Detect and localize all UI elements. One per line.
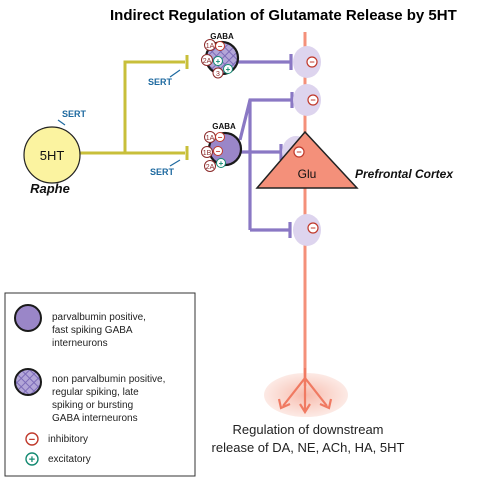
upper-receptor-1: 1A − [204,39,225,51]
pyramidal-inhibitory-icon [293,146,305,158]
svg-text:3: 3 [216,71,220,78]
synapse-upper: − [293,46,321,78]
svg-text:+: + [216,57,221,66]
legend-parvalbumin-line-2: fast spiking GABA [52,325,133,336]
synapse-lower-sign: − [310,223,315,233]
upper-receptor-2: 2A + [201,54,223,66]
lower-gaba-label: GABA [212,122,236,131]
svg-text:−: − [218,133,223,142]
synapse-upper-sign: − [309,57,314,67]
raphe-nucleus [23,126,81,184]
lower-sert-label: SERT [150,167,175,177]
upper-interneuron: GABA 1A − 2A + 3 + [201,32,240,79]
upper-gaba-label: GABA [210,32,234,41]
legend-non-parvalbumin-line-3: spiking or bursting [52,400,133,411]
legend-non-parvalbumin-line-4: GABA interneurons [52,413,138,424]
synapse-bars [279,54,294,238]
legend-parvalbumin-line-3: interneurons [52,338,108,349]
legend-inhibitory-icon [25,432,39,446]
svg-text:+: + [226,65,231,74]
svg-text:+: + [219,159,224,168]
pyramidal-neuron [255,130,359,189]
upper-receptor-3: 3 + [212,64,233,79]
legend-parvalbumin-swatch [14,304,42,332]
interneuron-projections [236,60,292,232]
legend-non-parvalbumin-swatch [14,368,42,396]
upper-sert-pointer [169,69,181,78]
synapse-lower: − [293,214,321,246]
lower-interneuron: GABA 1A − 1B − 2A + [201,122,243,172]
legend-non-parvalbumin-line-1: non parvalbumin positive, [52,374,165,385]
upper-sert-label: SERT [148,77,173,87]
prefrontal-cortex-label: Prefrontal Cortex [355,167,454,181]
downstream-line-2: release of DA, NE, ACh, HA, 5HT [212,440,405,455]
legend-excitatory-label: excitatory [48,454,91,465]
svg-text:1A: 1A [206,43,215,50]
lower-receptor-1: 1A − [204,131,225,143]
svg-text:2A: 2A [203,58,212,65]
pyramidal-label: Glu [298,167,317,181]
downstream-line-1: Regulation of downstream [232,422,383,437]
diagram-title: Indirect Regulation of Glutamate Release… [110,7,457,24]
svg-text:2A: 2A [206,164,215,171]
lower-receptor-2: 1B − [201,146,223,158]
legend-excitatory-icon [25,452,39,466]
synapse-middle-sign: − [310,95,315,105]
legend-inhibitory-label: inhibitory [48,434,88,445]
svg-text:1B: 1B [203,150,212,157]
legend-excitatory-symbol: + [29,454,35,466]
pyramidal-inhibitory-sign: − [296,147,301,157]
legend-non-parvalbumin-line-2: regular spiking, late [52,387,139,398]
svg-text:−: − [218,42,223,51]
lower-sert-pointer [169,159,181,167]
legend: parvalbumin positive, fast spiking GABA … [4,292,196,477]
svg-text:−: − [216,147,221,156]
raphe-sert-label: SERT [62,109,87,119]
downstream-terminal-spray [264,368,348,417]
raphe-5ht-label: 5HT [40,148,65,163]
synapse-middle: − [293,84,321,116]
legend-parvalbumin-line-1: parvalbumin positive, [52,312,146,323]
serotonin-projection [78,55,189,160]
legend-inhibitory-symbol: − [29,434,35,446]
svg-text:1A: 1A [206,135,215,142]
raphe-sert-pointer [57,119,66,126]
raphe-region-label: Raphe [30,181,70,196]
lower-receptor-3: 2A + [204,158,226,172]
